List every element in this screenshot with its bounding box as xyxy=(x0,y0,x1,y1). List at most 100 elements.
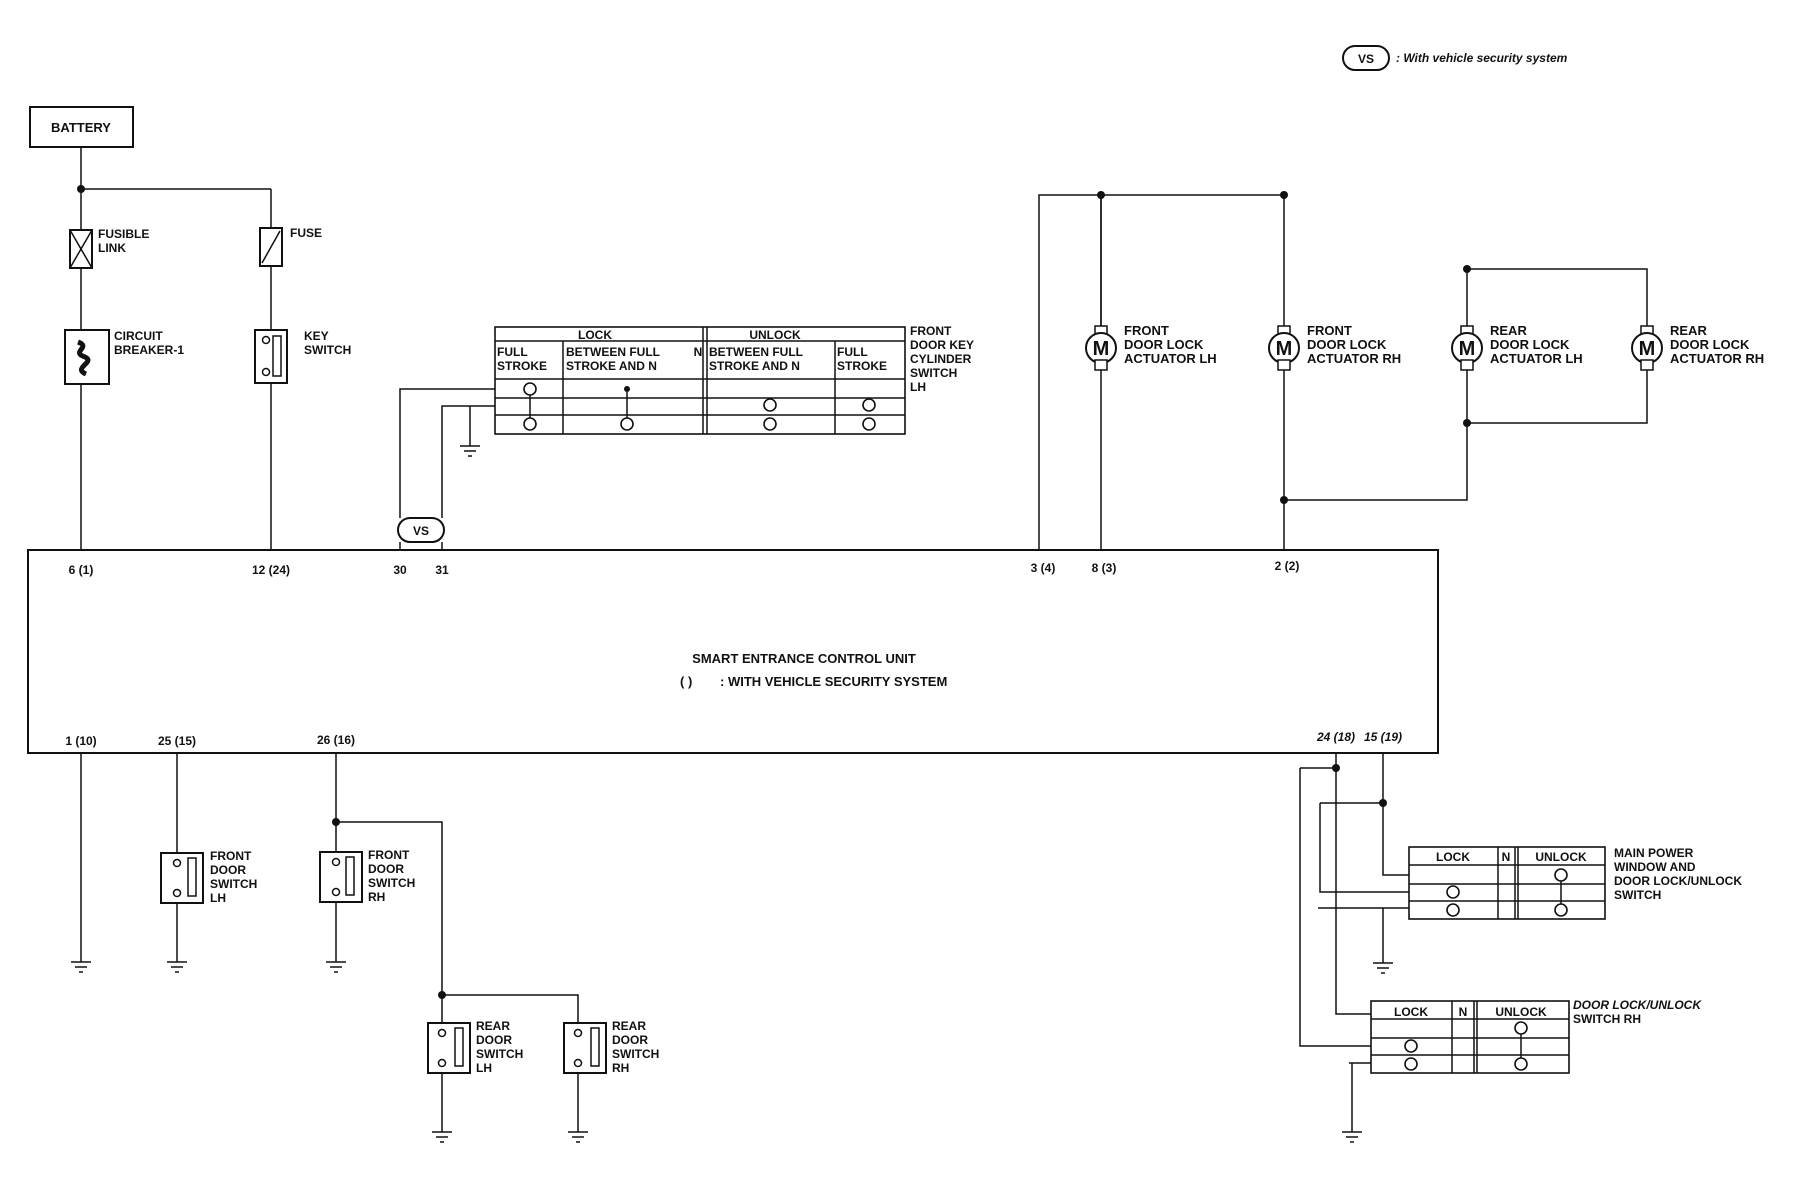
svg-text:KEY: KEY xyxy=(304,329,329,343)
svg-text:SWITCH: SWITCH xyxy=(210,877,257,891)
front-door-lock-actuator-rh: M FRONT DOOR LOCK ACTUATOR RH xyxy=(1268,323,1401,371)
svg-text:SWITCH: SWITCH xyxy=(304,343,351,357)
svg-text:DOOR: DOOR xyxy=(476,1033,512,1047)
svg-text:LH: LH xyxy=(476,1061,492,1075)
svg-text:ACTUATOR RH: ACTUATOR RH xyxy=(1307,351,1401,366)
svg-text:DOOR: DOOR xyxy=(210,863,246,877)
pin-30: 30 xyxy=(393,563,407,577)
svg-text:M: M xyxy=(1276,338,1293,360)
svg-text:ACTUATOR LH: ACTUATOR LH xyxy=(1490,351,1583,366)
svg-text:N: N xyxy=(1502,850,1511,864)
svg-text:SWITCH: SWITCH xyxy=(612,1047,659,1061)
svg-text:BREAKER-1: BREAKER-1 xyxy=(114,343,184,357)
svg-text:M: M xyxy=(1639,338,1656,360)
svg-text:SMART ENTRANCE CONTROL UNIT: SMART ENTRANCE CONTROL UNIT xyxy=(692,651,916,666)
rear-door-switch-rh: REAR DOOR SWITCH RH xyxy=(563,1019,659,1075)
svg-text:REAR: REAR xyxy=(1490,323,1527,338)
svg-text:CYLINDER: CYLINDER xyxy=(910,352,972,366)
front-door-key-cylinder-switch-lh: LOCK UNLOCK N FULL STROKE BETWEEN FULL S… xyxy=(494,324,974,435)
svg-text:STROKE: STROKE xyxy=(837,359,887,373)
svg-text:DOOR LOCK: DOOR LOCK xyxy=(1670,337,1750,352)
pin-25: 25 (15) xyxy=(158,734,196,748)
pin-24: 24 (18) xyxy=(1316,730,1355,744)
svg-text:FULL: FULL xyxy=(837,345,868,359)
svg-text:LH: LH xyxy=(210,891,226,905)
rear-door-lock-actuator-rh: M REAR DOOR LOCK ACTUATOR RH xyxy=(1631,323,1764,371)
svg-text:BETWEEN FULL: BETWEEN FULL xyxy=(709,345,803,359)
svg-text:FRONT: FRONT xyxy=(1124,323,1169,338)
svg-text:FUSE: FUSE xyxy=(290,226,322,240)
svg-text:: WITH VEHICLE SECURITY SYSTEM: : WITH VEHICLE SECURITY SYSTEM xyxy=(720,674,947,689)
rear-door-lock-actuator-lh: M REAR DOOR LOCK ACTUATOR LH xyxy=(1451,323,1583,371)
svg-text:FRONT: FRONT xyxy=(1307,323,1352,338)
main-power-window-door-lock-switch: LOCK N UNLOCK MAIN POWER WINDOW AND DOOR… xyxy=(1408,846,1742,920)
svg-text:FRONT: FRONT xyxy=(368,848,410,862)
svg-text:DOOR LOCK: DOOR LOCK xyxy=(1490,337,1570,352)
legend-vs-badge xyxy=(1342,45,1390,71)
svg-text:MAIN POWER: MAIN POWER xyxy=(1614,846,1694,860)
svg-text:DOOR KEY: DOOR KEY xyxy=(910,338,974,352)
svg-text:WINDOW AND: WINDOW AND xyxy=(1614,860,1696,874)
svg-text:DOOR: DOOR xyxy=(368,862,404,876)
pin-1: 1 (10) xyxy=(65,734,96,748)
pin-8: 8 (3) xyxy=(1092,561,1117,575)
svg-text:M: M xyxy=(1459,338,1476,360)
battery-block: BATTERY xyxy=(29,106,134,148)
svg-text:LOCK: LOCK xyxy=(1394,1005,1428,1019)
pin-26: 26 (16) xyxy=(317,733,355,747)
svg-text:M: M xyxy=(1093,338,1110,360)
svg-text:( ): ( ) xyxy=(680,674,692,689)
svg-text:BETWEEN FULL: BETWEEN FULL xyxy=(566,345,660,359)
battery-label: BATTERY xyxy=(51,120,111,135)
svg-text:N: N xyxy=(694,345,703,359)
pin-6: 6 (1) xyxy=(69,563,94,577)
pin-2: 2 (2) xyxy=(1275,559,1300,573)
front-door-lock-actuator-lh: M FRONT DOOR LOCK ACTUATOR LH xyxy=(1085,195,1217,371)
svg-text:LOCK: LOCK xyxy=(578,328,612,342)
legend: VS : With vehicle security system xyxy=(1342,45,1568,71)
svg-text:UNLOCK: UNLOCK xyxy=(749,328,801,342)
svg-text:FRONT: FRONT xyxy=(210,849,252,863)
svg-text:RH: RH xyxy=(368,890,385,904)
svg-text:ACTUATOR RH: ACTUATOR RH xyxy=(1670,351,1764,366)
svg-text:FUSIBLE: FUSIBLE xyxy=(98,227,149,241)
svg-text:UNLOCK: UNLOCK xyxy=(1495,1005,1547,1019)
svg-text:UNLOCK: UNLOCK xyxy=(1535,850,1587,864)
svg-text:SWITCH: SWITCH xyxy=(1614,888,1661,902)
legend-vs-label: VS xyxy=(1358,52,1374,66)
svg-text:SWITCH: SWITCH xyxy=(368,876,415,890)
svg-text:DOOR LOCK: DOOR LOCK xyxy=(1307,337,1387,352)
smart-entrance-control-unit: SMART ENTRANCE CONTROL UNIT ( ) : WITH V… xyxy=(27,549,1439,754)
svg-text:SWITCH: SWITCH xyxy=(476,1047,523,1061)
vs-connector-badge: VS xyxy=(397,517,445,543)
svg-text:LOCK: LOCK xyxy=(1436,850,1470,864)
rear-door-switch-lh: REAR DOOR SWITCH LH xyxy=(427,1019,523,1075)
svg-text:DOOR LOCK: DOOR LOCK xyxy=(1124,337,1204,352)
svg-text:REAR: REAR xyxy=(476,1019,510,1033)
legend-text: : With vehicle security system xyxy=(1396,51,1568,65)
pin-12: 12 (24) xyxy=(252,563,290,577)
svg-text:DOOR: DOOR xyxy=(612,1033,648,1047)
fusible-link: FUSIBLE LINK xyxy=(69,227,149,269)
front-door-switch-lh: FRONT DOOR SWITCH LH xyxy=(160,849,257,905)
svg-text:DOOR LOCK/UNLOCK: DOOR LOCK/UNLOCK xyxy=(1573,998,1702,1012)
svg-text:CIRCUIT: CIRCUIT xyxy=(114,329,163,343)
svg-text:STROKE: STROKE xyxy=(497,359,547,373)
pin-15: 15 (19) xyxy=(1364,730,1402,744)
svg-text:RH: RH xyxy=(612,1061,629,1075)
svg-text:SWITCH RH: SWITCH RH xyxy=(1573,1012,1641,1026)
svg-text:LINK: LINK xyxy=(98,241,126,255)
front-door-switch-rh: FRONT DOOR SWITCH RH xyxy=(319,848,415,904)
key-switch: KEY SWITCH xyxy=(254,329,351,384)
pin-3: 3 (4) xyxy=(1031,561,1056,575)
svg-text:VS: VS xyxy=(413,524,429,538)
svg-text:STROKE AND N: STROKE AND N xyxy=(709,359,800,373)
svg-text:STROKE AND N: STROKE AND N xyxy=(566,359,657,373)
fuse: FUSE xyxy=(259,226,322,267)
svg-text:DOOR LOCK/UNLOCK: DOOR LOCK/UNLOCK xyxy=(1614,874,1742,888)
svg-text:LH: LH xyxy=(910,380,926,394)
pin-31: 31 xyxy=(435,563,449,577)
svg-text:FULL: FULL xyxy=(497,345,528,359)
svg-text:N: N xyxy=(1459,1005,1468,1019)
